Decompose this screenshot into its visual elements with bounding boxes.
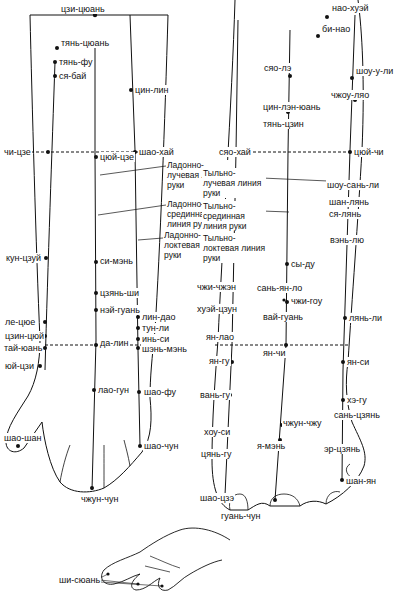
point-label: цин-лин [134, 85, 169, 95]
point-label: цзи-цюань [60, 4, 106, 14]
point-label: нао-хуэй [331, 3, 370, 13]
point-label: ся-лянь [328, 209, 362, 219]
point-label: тянь-фу [58, 57, 93, 67]
point-label: тун-ли [141, 323, 170, 333]
point-label: сяо-хай [218, 147, 252, 157]
point-label: чжоу-ляо [330, 90, 370, 100]
point-label: шоу-сань-ли [326, 180, 380, 190]
point-label: чжи-чжэн [196, 282, 237, 292]
point-label: ян-лао [205, 332, 235, 342]
point-label: шоу-у-ли [355, 66, 394, 76]
point-label: да-лин [99, 338, 130, 348]
point-label: хэ-гу [346, 395, 368, 405]
point-label: вай-гуань [262, 312, 304, 322]
point-label: цюй-цзе [99, 152, 135, 162]
point-label: инь-си [141, 334, 170, 344]
point-label: хоу-си [203, 427, 231, 437]
point-label: сяо-лэ [263, 63, 292, 73]
point-label: я-мэнь [256, 441, 286, 451]
point-label: гуань-чун [220, 511, 262, 521]
point-label: ле-цюе [4, 317, 36, 327]
point-label: цин-лэн-юань [262, 102, 321, 112]
point-label: шао-хай [138, 147, 175, 157]
point-label: тай-юань [3, 343, 43, 353]
point-label: юй-цзи [4, 361, 35, 371]
point-label: цзянь-ши [99, 288, 140, 298]
line-label: Тыльно-локтевая линия руки [202, 233, 266, 263]
point-label: ши-сюань [58, 575, 101, 585]
line-label: Тыльно-срединная линия руки [202, 201, 266, 231]
point-label: тянь-цюань [60, 38, 110, 48]
point-label: нэй-гуань [99, 305, 141, 315]
point-label: шэнь-мэнь [141, 344, 188, 354]
point-label: би-нао [321, 24, 351, 34]
point-label: чжун-чжу [282, 418, 323, 428]
point-label: вэнь-лю [329, 235, 365, 245]
point-label: чжун-чун [80, 494, 119, 504]
point-label: чи-цзе [3, 147, 32, 157]
line-label: Тыльно-лучевая линия руки [202, 168, 266, 198]
point-label: чжи-гоу [290, 296, 323, 306]
point-label: сань-ян-ло [256, 283, 303, 293]
point-label: шао-шан [3, 433, 42, 443]
point-label: лин-дао [141, 312, 177, 322]
point-label: цюй-чи [353, 147, 385, 157]
point-label: шао-цзэ [199, 493, 235, 503]
point-label: лао-гун [97, 385, 130, 395]
point-label: сань-цзянь [333, 410, 381, 420]
point-label: си-мэнь [99, 256, 134, 266]
point-label: шао-чун [143, 441, 179, 451]
point-label: хуэй-цзун [196, 304, 238, 314]
point-label: ян-чи [262, 348, 287, 358]
point-label: тянь-цзин [262, 119, 305, 129]
point-label: цянь-гу [200, 449, 232, 459]
point-label: ян-гу [208, 356, 231, 366]
point-label: кун-цзуй [5, 253, 42, 263]
point-label: шан-ян [345, 476, 377, 486]
point-label: вань-гу [199, 390, 231, 400]
point-label: эр-цзянь [323, 444, 361, 454]
point-label: ян-си [346, 357, 370, 367]
point-label: сы-ду [290, 259, 316, 269]
point-label: шан-лянь [328, 197, 370, 207]
point-label: ся-бай [58, 71, 87, 81]
point-label: цзин-цюй [4, 331, 45, 341]
point-label: лянь-ли [348, 313, 383, 323]
point-label: шао-фу [143, 387, 177, 397]
